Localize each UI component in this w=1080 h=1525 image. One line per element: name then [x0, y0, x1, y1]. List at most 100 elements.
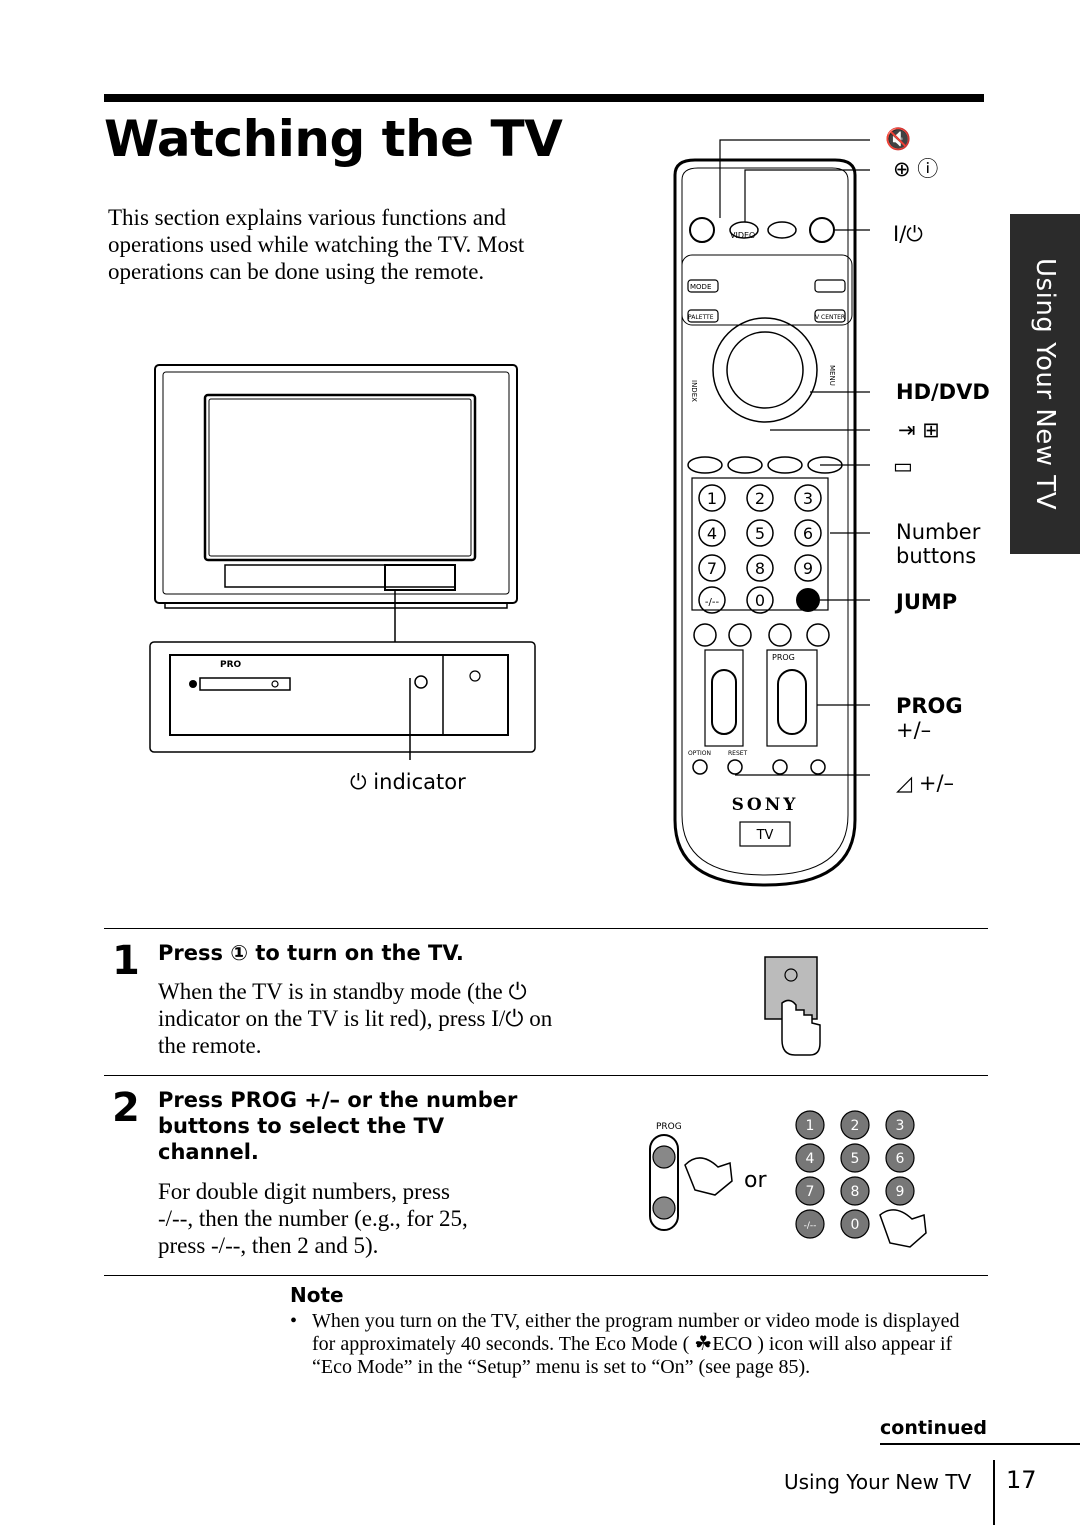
number-key-label: 5 — [755, 524, 765, 543]
number-key-label: 2 — [755, 489, 765, 508]
remote-illustration: VIDEO MODE PALETTE V CENTER INDEX MENU 1… — [673, 139, 870, 887]
number-key-label: -/-- — [705, 597, 720, 608]
number-key-7[interactable] — [698, 554, 726, 582]
key-label: 8 — [851, 1184, 860, 1200]
number-key-9[interactable] — [794, 554, 822, 582]
panel-pro-label: PRO — [220, 660, 242, 670]
number-key-label: 6 — [803, 524, 813, 543]
intro-paragraph: This section explains various functions … — [108, 205, 525, 284]
step-1-number: 1 — [112, 938, 140, 984]
number-key-0[interactable] — [746, 586, 774, 614]
mute-icon: 🔇 — [885, 127, 912, 151]
tv-illustration: PRO — [149, 364, 536, 760]
input-select-label: ⇥ ⊞ — [898, 418, 940, 442]
footer-section: Using Your New TV — [784, 1470, 972, 1494]
note-rule — [104, 1275, 988, 1276]
mute-label: 🔇 — [885, 127, 911, 151]
pressing-finger-icon — [879, 1209, 927, 1248]
step-1-body-line: indicator on the TV is lit red), press I… — [158, 1006, 553, 1031]
step-2-body: For double digit numbers, press -/--, th… — [158, 1178, 538, 1259]
number-key-3[interactable] — [794, 484, 822, 512]
key-label: 7 — [806, 1184, 815, 1200]
number-key-8[interactable] — [746, 554, 774, 582]
key-label: 6 — [896, 1151, 905, 1167]
key-label: 9 — [896, 1184, 905, 1200]
number-key-6[interactable] — [794, 519, 822, 547]
volume-icon: ◿ — [896, 771, 913, 795]
jump-label: JUMP — [896, 590, 958, 614]
number-key-1[interactable] — [698, 484, 726, 512]
step-1-rule — [104, 928, 988, 929]
panel-logo-icon — [189, 680, 197, 688]
picture-mode-label: ▭ — [893, 454, 913, 478]
power-press-illustration — [764, 956, 821, 1056]
step-2-rule — [104, 1075, 988, 1076]
step-2-prog-label: PROG — [656, 1122, 682, 1132]
key-label: 3 — [896, 1118, 905, 1134]
volume-label: ◿ +/– — [896, 771, 955, 795]
key-label: 5 — [851, 1151, 860, 1167]
number-key-double-digit[interactable] — [698, 586, 726, 614]
number-key-label: 1 — [707, 489, 717, 508]
step-2-heading-line: buttons to select the TV — [158, 1114, 445, 1138]
help-icon: ⓘ — [917, 157, 939, 181]
remote-menu-label: MENU — [828, 365, 836, 386]
step-2-or-label: or — [744, 1168, 767, 1193]
number-key-label: 9 — [803, 559, 813, 578]
indicator-label: ⏻ indicator — [350, 770, 466, 794]
remote-prog-box-label: PROG — [772, 653, 795, 662]
step-2-body-line: For double digit numbers, press — [158, 1179, 450, 1204]
input-icon: ⇥ ⊞ — [898, 418, 940, 442]
number-key-5[interactable] — [746, 519, 774, 547]
number-buttons-label-line2: buttons — [896, 544, 977, 568]
remote-index-label: INDEX — [690, 380, 698, 402]
key-label: -/-- — [804, 1221, 817, 1231]
hd-dvd-label: HD/DVD — [896, 380, 990, 404]
info-icon: ⊕ — [893, 157, 911, 181]
remote-option-label: OPTION — [688, 750, 711, 757]
number-key-label: 3 — [803, 489, 813, 508]
number-key-4[interactable] — [698, 519, 726, 547]
standby-icon: ⏻ — [350, 770, 374, 794]
number-key-label: 8 — [755, 559, 765, 578]
number-buttons-label-line1: Number — [896, 520, 981, 544]
info-help-label: ⊕ ⓘ — [893, 157, 938, 181]
continued-label: continued — [880, 1417, 987, 1439]
prog-down-icon — [652, 1196, 676, 1220]
step-2-heading-line: channel. — [158, 1140, 259, 1164]
jump-key[interactable] — [796, 588, 820, 612]
note-bullet: • — [290, 1310, 298, 1332]
remote-mode-label: MODE — [690, 283, 711, 291]
step-2-number: 2 — [112, 1085, 140, 1131]
step-2-heading: Press PROG +/– or the number buttons to … — [158, 1087, 517, 1165]
note-text: When you turn on the TV, either the prog… — [312, 1310, 960, 1378]
pressing-finger-icon — [684, 1157, 733, 1196]
prog-up-icon — [652, 1145, 676, 1169]
step-1-body: When the TV is in standby mode (the ⏻ in… — [158, 978, 618, 1059]
side-tab-label: Using Your New TV — [1030, 258, 1060, 510]
key-label: 2 — [851, 1118, 860, 1134]
note-body: • When you turn on the TV, either the pr… — [290, 1310, 970, 1379]
prog-label-line1: PROG — [896, 694, 963, 718]
key-label: 1 — [806, 1118, 815, 1134]
number-buttons-label: Number buttons — [896, 520, 980, 568]
page-title: Watching the TV — [104, 110, 563, 168]
picture-icon: ▭ — [893, 454, 913, 478]
number-key-label: 7 — [707, 559, 717, 578]
pressing-finger-icon — [781, 999, 821, 1056]
number-key-2[interactable] — [746, 484, 774, 512]
step-2-body-line: press -/--, then 2 and 5). — [158, 1233, 379, 1258]
number-key-label: 0 — [755, 591, 765, 610]
side-tab: Using Your New TV — [1010, 214, 1080, 554]
key-label: 0 — [851, 1217, 860, 1233]
prog-label-line2: +/– — [896, 718, 932, 742]
note-heading: Note — [290, 1283, 344, 1307]
key-label: 4 — [806, 1151, 815, 1167]
step-1-heading: Press ① to turn on the TV. — [158, 941, 464, 965]
power-button-icon — [469, 670, 481, 682]
remote-palette-label: PALETTE — [688, 314, 714, 321]
remote-video-label: VIDEO — [730, 231, 755, 240]
step-1-body-line: When the TV is in standby mode (the ⏻ — [158, 979, 527, 1004]
remote-reset-label: RESET — [728, 750, 748, 757]
number-key-label: 4 — [707, 524, 717, 543]
